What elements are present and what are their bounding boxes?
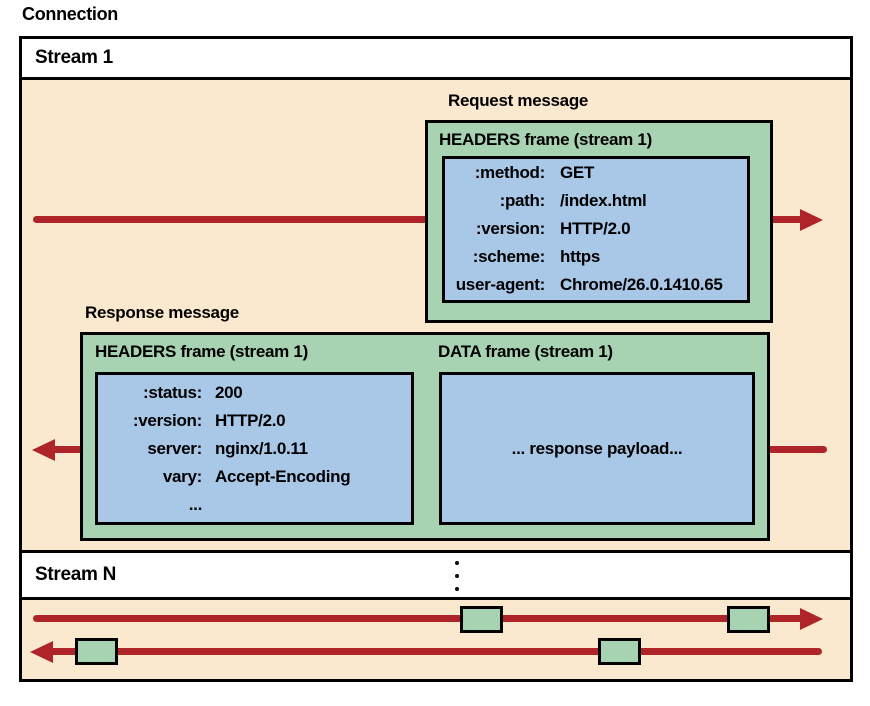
request-headers-fields: :method: GET :path: /index.html :version… xyxy=(445,159,747,299)
request-arrow-head-icon xyxy=(800,209,823,231)
field-key: server: xyxy=(147,439,202,458)
field-key: :version: xyxy=(132,411,202,430)
stream1-label: Stream 1 xyxy=(35,47,113,68)
response-data-payload-box: ... response payload... xyxy=(439,372,755,525)
header-field-row: :method: GET xyxy=(445,159,747,187)
frame-chip xyxy=(460,606,503,633)
field-value: 200 xyxy=(215,383,243,402)
request-headers-frame-title: HEADERS frame (stream 1) xyxy=(439,130,652,149)
stream1-header: Stream 1 xyxy=(22,39,850,80)
response-arrow-line-right xyxy=(767,446,827,453)
field-key: user-agent: xyxy=(455,275,546,294)
request-arrow-line-left xyxy=(33,216,427,223)
streamN-response-arrow-head-icon xyxy=(30,641,53,663)
field-value: Accept-Encoding xyxy=(215,467,351,486)
streamN-body xyxy=(22,600,850,679)
header-field-row: :path: /index.html xyxy=(445,187,747,215)
field-key: :path: xyxy=(499,191,546,210)
header-field-row: :version: HTTP/2.0 xyxy=(445,215,747,243)
request-headers-fields-box: :method: GET :path: /index.html :version… xyxy=(442,156,750,303)
streamN-label: Stream N xyxy=(35,564,117,585)
header-field-row: vary: Accept-Encoding xyxy=(98,463,411,491)
header-field-row: user-agent: Chrome/26.0.1410.65 xyxy=(445,271,747,299)
request-arrow-line-right xyxy=(770,216,802,223)
response-headers-fields-box: :status: 200 :version: HTTP/2.0 server: … xyxy=(95,372,414,525)
field-value xyxy=(215,491,411,519)
response-headers-frame-title: HEADERS frame (stream 1) xyxy=(95,342,308,361)
response-message-label: Response message xyxy=(85,303,239,322)
more-streams-ellipsis-icon xyxy=(455,561,460,591)
field-value: /index.html xyxy=(560,191,647,210)
frame-chip xyxy=(75,638,118,665)
streamN-header: Stream N xyxy=(22,550,850,600)
connection-box: Stream 1 Request message HEADERS frame (… xyxy=(19,36,853,682)
field-value: nginx/1.0.11 xyxy=(215,439,308,458)
field-key: ... xyxy=(188,495,203,514)
field-key: :method: xyxy=(474,163,546,182)
field-value: https xyxy=(560,247,601,266)
header-field-row: :scheme: https xyxy=(445,243,747,271)
header-field-row: server: nginx/1.0.11 xyxy=(98,435,411,463)
response-frame: HEADERS frame (stream 1) :status: 200 :v… xyxy=(80,332,770,541)
stream1-body: Request message HEADERS frame (stream 1)… xyxy=(22,80,850,550)
header-field-row: :status: 200 xyxy=(98,379,411,407)
field-key: :version: xyxy=(475,219,545,238)
field-value: Chrome/26.0.1410.65 xyxy=(560,275,723,294)
field-key: :scheme: xyxy=(472,247,546,266)
field-key: :status: xyxy=(143,383,202,402)
field-value: GET xyxy=(560,163,595,182)
response-headers-fields: :status: 200 :version: HTTP/2.0 server: … xyxy=(98,375,411,519)
field-value: HTTP/2.0 xyxy=(215,411,286,430)
field-key: vary: xyxy=(162,467,202,486)
request-headers-frame: HEADERS frame (stream 1) :method: GET :p… xyxy=(425,120,773,323)
response-arrow-line-left xyxy=(53,446,81,453)
frame-chip xyxy=(598,638,641,665)
header-field-row: ... xyxy=(98,491,411,519)
streamN-request-arrow-head-icon xyxy=(800,608,823,630)
frame-chip xyxy=(727,606,770,633)
response-payload-text: ... response payload... xyxy=(511,438,683,458)
response-data-frame-title: DATA frame (stream 1) xyxy=(438,342,613,361)
connection-label: Connection xyxy=(22,4,118,24)
request-message-label: Request message xyxy=(448,91,589,110)
streamN-response-arrow-line xyxy=(51,648,822,655)
header-field-row: :version: HTTP/2.0 xyxy=(98,407,411,435)
field-value: HTTP/2.0 xyxy=(560,219,631,238)
response-arrow-head-icon xyxy=(32,439,55,461)
streamN-request-arrow-line xyxy=(33,615,802,622)
